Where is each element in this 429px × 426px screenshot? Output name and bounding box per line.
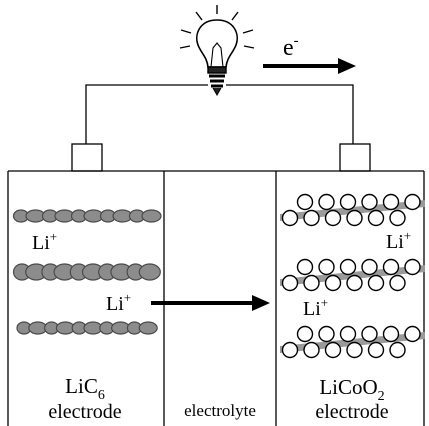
carbon-atom <box>141 209 162 223</box>
oxygen-atom <box>361 193 378 211</box>
oxygen-atom <box>361 325 378 343</box>
oxide-layer <box>280 193 425 227</box>
carbon-atom <box>138 263 161 281</box>
right-electrode-formula: LiCoO2 <box>319 375 384 404</box>
oxygen-atom <box>339 325 357 343</box>
oxygen-atom <box>296 193 314 211</box>
graphite-layers <box>12 209 162 335</box>
graphite-layer <box>16 321 158 335</box>
oxygen-atom <box>404 258 421 276</box>
left-electrode-formula: LiC6 <box>65 374 105 403</box>
oxygen-atom <box>346 341 363 359</box>
oxygen-atom <box>303 341 320 359</box>
oxygen-atom <box>296 325 314 343</box>
oxygen-atom <box>339 258 357 276</box>
right-ion-label-b: Li+ <box>303 295 328 320</box>
oxygen-atom <box>389 274 406 292</box>
oxide-layer <box>280 325 425 359</box>
electron-label: e- <box>283 33 299 61</box>
oxygen-atom <box>324 341 342 359</box>
oxygen-atom <box>367 209 385 227</box>
oxygen-atom <box>346 209 363 227</box>
oxygen-atom <box>389 209 406 227</box>
oxygen-atom <box>367 341 385 359</box>
oxygen-atom <box>339 193 357 211</box>
light-bulb-icon <box>179 5 255 97</box>
oxygen-atom <box>367 274 385 292</box>
oxygen-atom <box>361 258 378 276</box>
right-terminal <box>339 143 371 172</box>
oxide-layers <box>280 193 425 359</box>
graphite-layer <box>12 209 162 223</box>
oxygen-atom <box>382 258 400 276</box>
oxygen-atom <box>281 274 299 292</box>
oxygen-atom <box>303 274 320 292</box>
external-wire <box>85 84 354 144</box>
oxygen-atom <box>404 325 421 343</box>
oxide-layer <box>280 258 425 292</box>
oxygen-atom <box>318 258 335 276</box>
graphite-layer <box>12 263 161 281</box>
oxygen-atom <box>318 193 335 211</box>
carbon-atom <box>138 321 158 335</box>
left-ion-label-a: Li+ <box>32 229 57 254</box>
electrolyte-label: electrolyte <box>184 401 256 420</box>
oxygen-atom <box>324 209 342 227</box>
oxygen-atom <box>318 325 335 343</box>
oxygen-atom <box>382 193 400 211</box>
oxygen-atom <box>346 274 363 292</box>
right-electrode-label: electrode <box>315 401 388 423</box>
oxygen-atom <box>389 341 406 359</box>
right-ion-label-a: Li+ <box>386 228 411 253</box>
oxygen-atom <box>382 325 400 343</box>
left-electrode-label: electrode <box>48 401 121 423</box>
oxygen-atom <box>404 193 421 211</box>
oxygen-atom <box>324 274 342 292</box>
cell-outline <box>7 170 425 426</box>
left-ion-label-b: Li+ <box>106 290 131 315</box>
ion-transport-arrow <box>151 295 270 311</box>
left-terminal <box>71 143 103 172</box>
oxygen-atom <box>303 209 320 227</box>
oxygen-atom <box>281 341 299 359</box>
oxygen-atom <box>296 258 314 276</box>
electron-flow-arrow <box>263 58 356 74</box>
oxygen-atom <box>281 209 299 227</box>
